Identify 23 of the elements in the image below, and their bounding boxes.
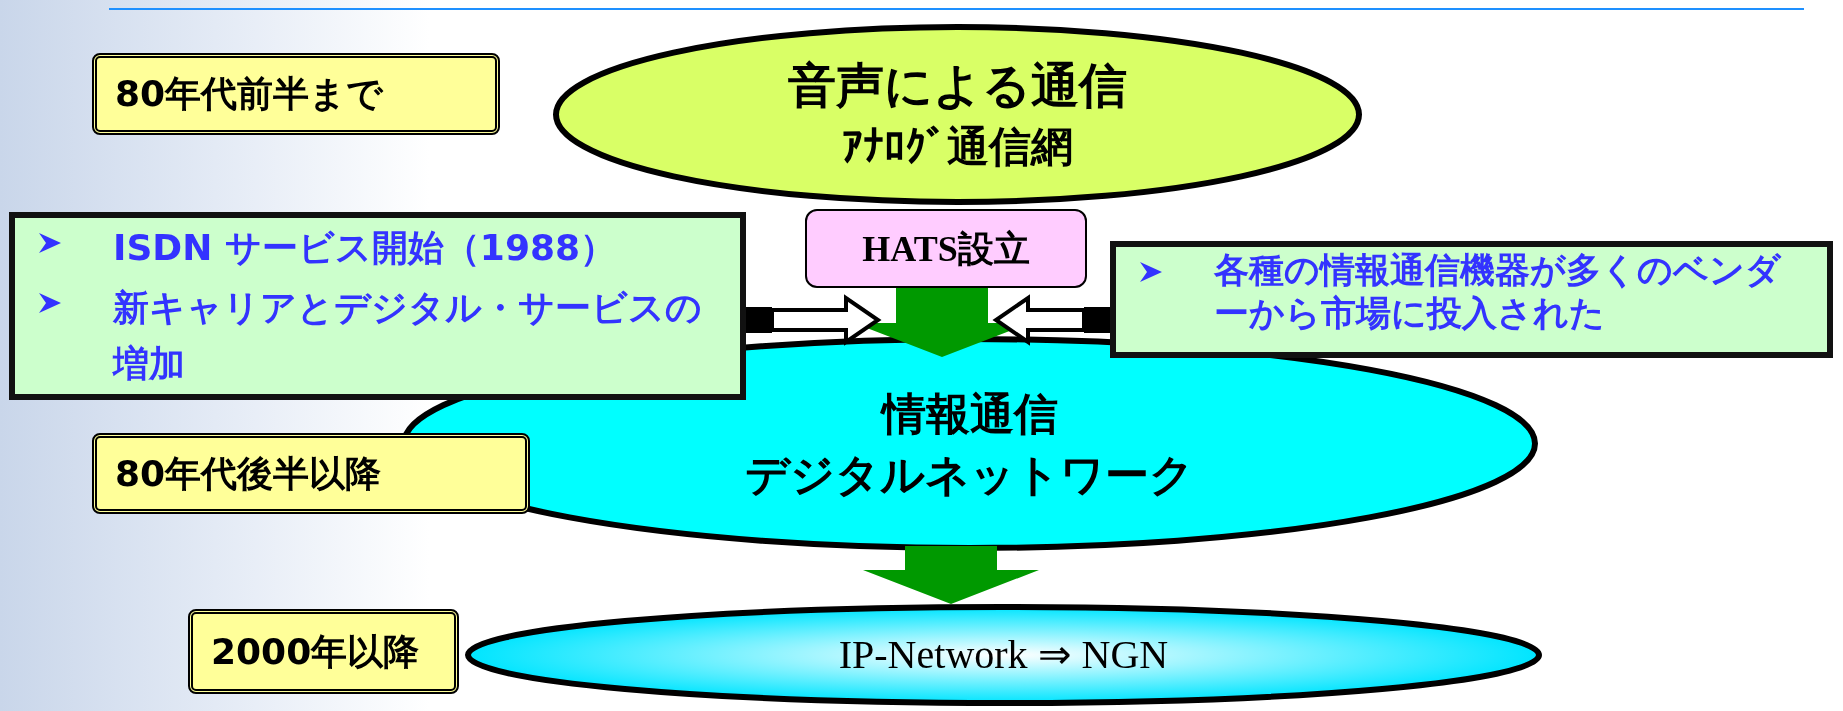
event-label: HATS設立: [862, 230, 1030, 267]
bullet-text: ISDN サービス開始（1988）: [113, 226, 618, 270]
label-box: [188, 609, 459, 694]
period-label: 2000年以降: [211, 633, 420, 670]
hollow-arrow: [992, 294, 1110, 346]
ellipse-subtitle: デジタルネットワーク: [745, 447, 1194, 502]
hollow-arrow: [746, 294, 882, 346]
ellipse-node: [552, 23, 1363, 206]
ellipse-title: 音声による通信: [788, 56, 1127, 116]
ellipse-title: 情報通信: [881, 386, 1058, 441]
label-box: [92, 53, 500, 135]
bullet-text: 各種の情報通信機器が多くのベンダーから市場に投入された: [1214, 249, 1783, 335]
note-box: [9, 212, 746, 400]
note-box: [1110, 241, 1833, 358]
period-label: 80年代後半以降: [115, 455, 382, 492]
ellipse-subtitle: ｱﾅﾛｸﾞ通信網: [842, 121, 1073, 174]
bullet-text: 新キャリアとデジタル・サービスの増加: [113, 285, 703, 386]
label-box: [805, 209, 1087, 288]
ellipse-node: [464, 603, 1543, 707]
label-box: [92, 433, 530, 514]
ellipse-title: IP-Network ⇒ NGN: [838, 635, 1169, 675]
block-arrow: [863, 546, 1039, 604]
period-label: 80年代前半まで: [115, 76, 384, 112]
